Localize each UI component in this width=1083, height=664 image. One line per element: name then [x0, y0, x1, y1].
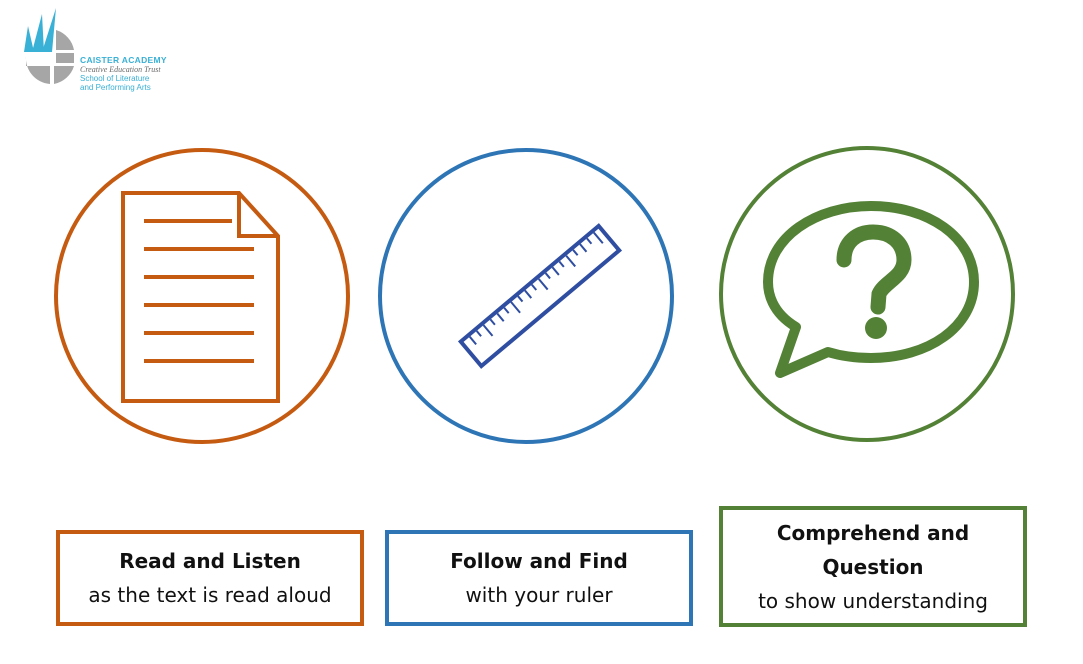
comprehend-question-circle [719, 146, 1015, 442]
logo-line-2: Creative Education Trust [80, 65, 161, 74]
follow-find-box: Follow and Find with your ruler [385, 530, 693, 626]
follow-find-circle [378, 148, 674, 444]
logo-line-4: and Performing Arts [80, 83, 151, 92]
read-listen-box: Read and Listen as the text is read alou… [56, 530, 364, 626]
comprehend-title-line-2: Question [822, 554, 924, 579]
academy-crest-icon [24, 8, 74, 84]
logo-line-1: CAISTER ACADEMY [80, 55, 167, 65]
logo-text: CAISTER ACADEMY Creative Education Trust… [80, 55, 167, 93]
read-listen-circle [54, 148, 350, 444]
document-icon [121, 191, 280, 403]
comprehend-question-box: Comprehend and Question to show understa… [719, 506, 1027, 627]
comprehend-subtitle: to show understanding [758, 588, 988, 613]
read-listen-subtitle: as the text is read aloud [88, 583, 332, 607]
logo-line-3: School of Literature [80, 74, 150, 83]
follow-find-subtitle: with your ruler [465, 583, 613, 607]
ruler-icon [457, 223, 623, 369]
caister-academy-logo: CAISTER ACADEMY Creative Education Trust… [22, 8, 192, 94]
follow-find-title: Follow and Find [450, 549, 628, 573]
comprehend-title-line-1: Comprehend and [776, 520, 970, 545]
read-listen-title: Read and Listen [119, 549, 301, 573]
question-speech-bubble-icon [763, 201, 979, 378]
